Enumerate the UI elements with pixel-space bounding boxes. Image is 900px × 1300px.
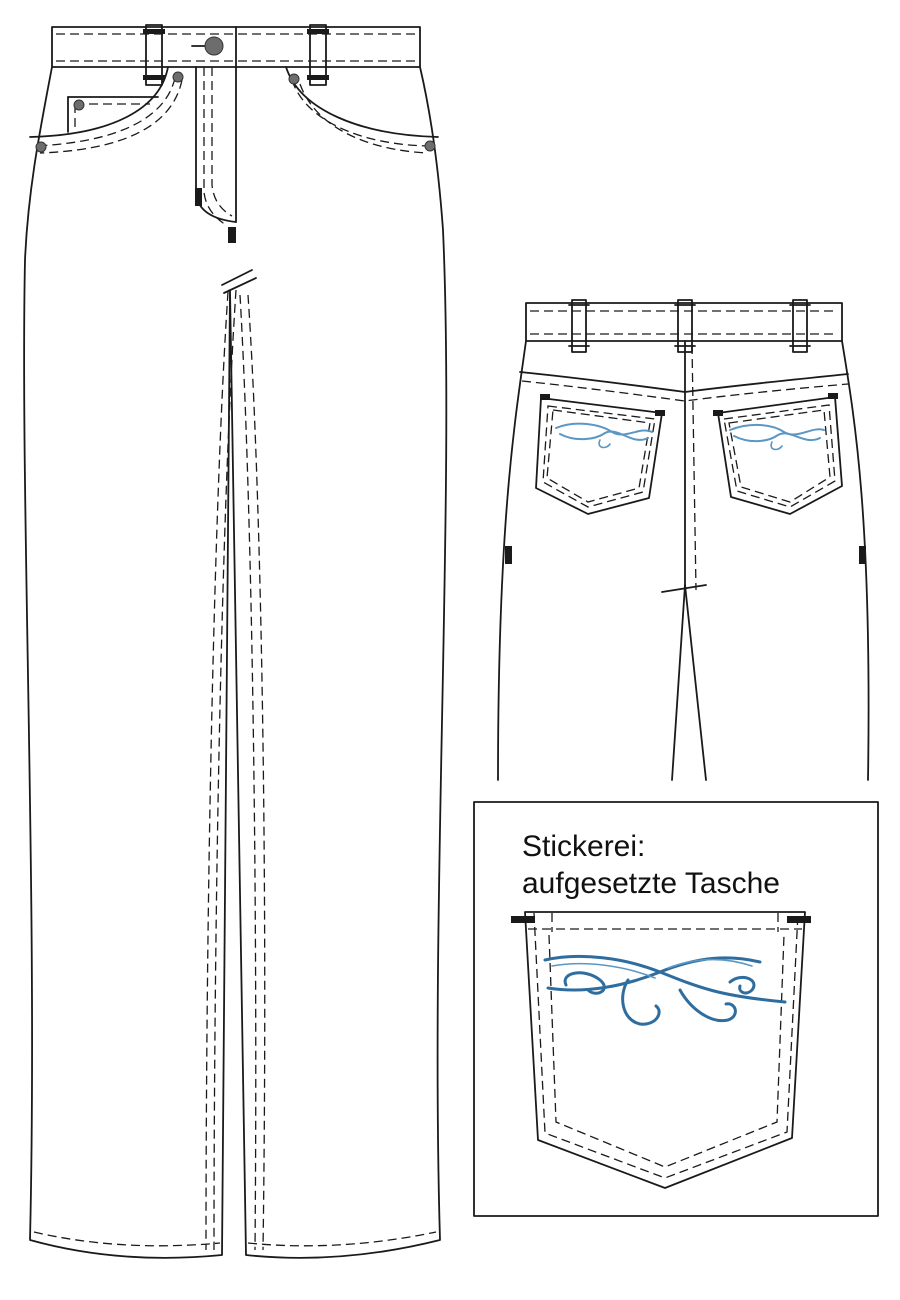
belt-loop-front-left [145,24,163,86]
inseam-left [213,289,237,1251]
embroidery-icon [555,422,653,449]
detail-label-line2: aufgesetzte Tasche [522,867,780,900]
front-view [23,24,448,1259]
front-fly [195,66,237,243]
detail-box: Stickerei: aufgesetzte Tasche [473,801,879,1217]
hem-right [247,1231,437,1247]
embroidery-icon [729,424,825,451]
hem-left [33,1231,221,1247]
embroidery-icon [543,954,787,1026]
front-pocket-left [29,66,184,154]
front-pocket-right [285,66,439,154]
inseam-right [239,294,257,1251]
belt-loop-back-left [571,299,587,353]
waistband-button [204,36,224,56]
back-pocket-right [713,393,843,515]
belt-loop-back-right [792,299,808,353]
rivet-icon [172,71,184,83]
detail-label-line1: Stickerei: [522,830,645,863]
back-pocket-left [535,394,665,515]
back-leg-outline [497,340,527,781]
rivet-icon [73,99,85,111]
back-waistband [525,299,843,353]
detail-pocket [511,911,811,1189]
belt-loop-front-right [309,24,327,86]
front-leg-outline [23,66,448,1259]
rivet-icon [35,141,47,153]
rivet-icon [424,140,436,152]
rivet-icon [288,73,300,85]
back-view [497,299,870,781]
